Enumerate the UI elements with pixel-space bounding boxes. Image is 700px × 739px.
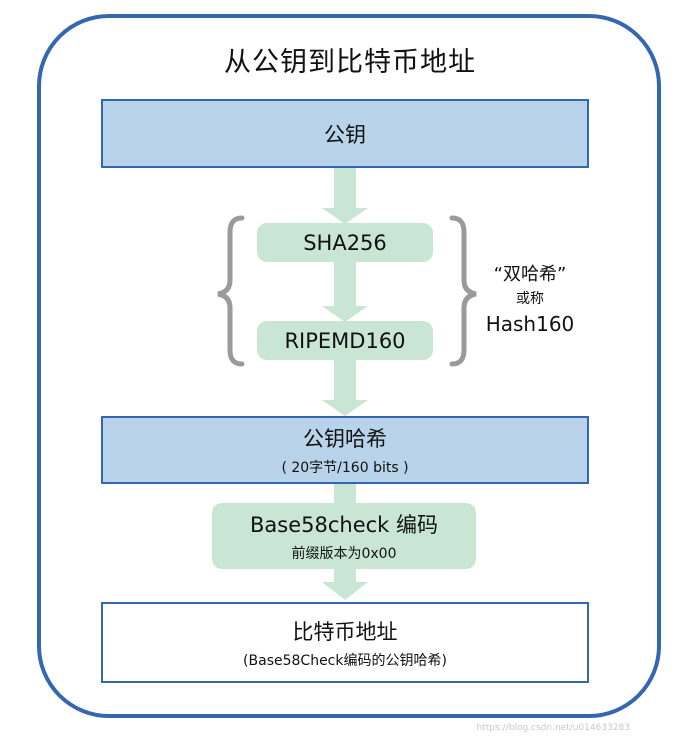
arrow-sha256-to-ripemd160 (322, 262, 368, 322)
public-key-box: 公钥 (101, 99, 589, 168)
hash160-label: Hash160 (485, 312, 575, 336)
arrow-ripemd160-to-pubkey-hash (322, 360, 368, 416)
arrow-pubkey-to-sha256 (322, 168, 368, 224)
double-hash-quote: “双哈希” (493, 264, 567, 285)
base58-label: Base58check 编码 (249, 513, 438, 537)
ripemd160-label: RIPEMD160 (284, 328, 406, 353)
sha256-label: SHA256 (303, 230, 387, 255)
double-hash-note: “双哈希” 或称 Hash160 (470, 260, 590, 336)
base58-sub: 前缀版本为0x00 (291, 546, 397, 562)
diagram-title: 从公钥到比特币地址 (224, 47, 476, 78)
ripemd160-box: RIPEMD160 (257, 321, 433, 360)
left-brace (217, 215, 245, 367)
address-sub: (Base58Check编码的公钥哈希) (243, 652, 447, 669)
pubkey-hash-sub: ( 20字节/160 bits ) (281, 460, 409, 476)
address-label: 比特币地址 (292, 619, 398, 644)
base58-box: Base58check 编码 前缀版本为0x00 (212, 503, 476, 569)
pubkey-hash-box: 公钥哈希 ( 20字节/160 bits ) (101, 416, 589, 484)
address-box: 比特币地址 (Base58Check编码的公钥哈希) (101, 602, 589, 683)
right-brace (449, 215, 477, 367)
sha256-box: SHA256 (257, 223, 433, 262)
diagram-frame (37, 14, 661, 718)
watermark: https://blog.csdn.net/u014633283 (476, 723, 630, 733)
public-key-label: 公钥 (324, 122, 366, 147)
pubkey-hash-label: 公钥哈希 (303, 427, 387, 451)
double-hash-or: 或称 (516, 291, 544, 307)
